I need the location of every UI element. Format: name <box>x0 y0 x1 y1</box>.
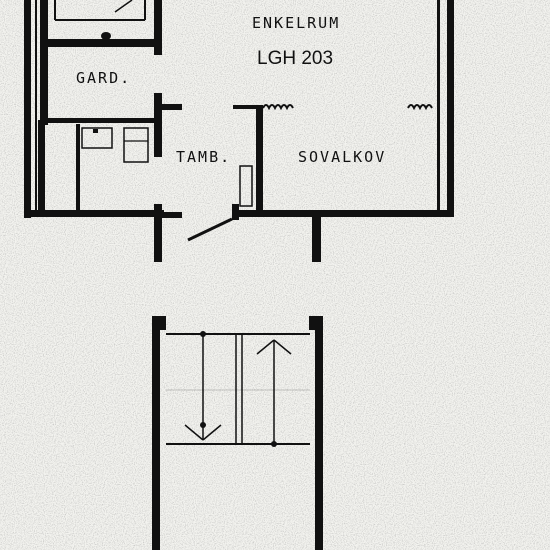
label-gard: GARD. <box>76 69 131 87</box>
radiator-left <box>262 104 294 111</box>
label-enkelrum: ENKELRUM <box>252 14 340 32</box>
label-tamb: TAMB. <box>176 148 231 166</box>
entrance-door <box>154 204 239 262</box>
label-sovalkov: SOVALKOV <box>298 148 386 166</box>
stairwell-walls <box>152 316 323 550</box>
tamb-partition <box>233 105 263 210</box>
kitchen-fixtures <box>81 127 149 163</box>
radiator-right <box>407 104 433 111</box>
wardrobe-fixtures <box>54 0 146 40</box>
stairs <box>166 331 310 447</box>
gard-partition <box>38 0 182 210</box>
balcony-wall-stub <box>312 214 321 262</box>
apartment-outline <box>24 0 454 218</box>
label-apartment-number: LGH 203 <box>257 48 333 69</box>
